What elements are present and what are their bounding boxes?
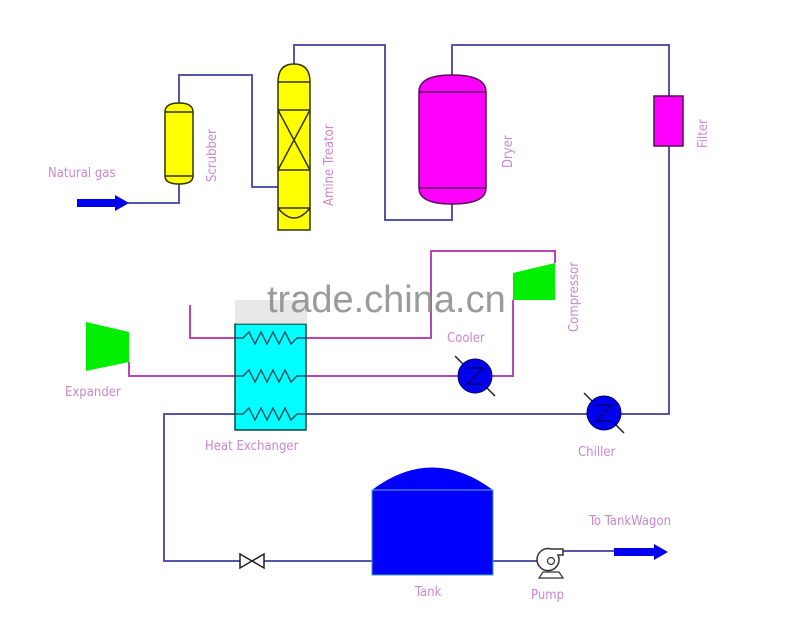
watermark-text: trade.china.cn: [267, 279, 506, 321]
pipe-hx-to-compressor: [306, 250, 556, 339]
watermark-shadow: [235, 300, 307, 324]
scrubber-vessel: [164, 102, 194, 185]
hx-coil-middle: [235, 368, 306, 384]
filter-unit: [653, 95, 684, 147]
valve-icon: [239, 552, 265, 570]
label-amine-treator: Amine Treator: [322, 124, 337, 206]
pipe-inlet-to-scrubber: [128, 184, 180, 204]
chiller-unit: [583, 392, 625, 434]
hx-coil-top: [235, 330, 306, 346]
hx-coil-bottom: [235, 406, 306, 422]
pipe-amine-to-dryer: [293, 44, 453, 221]
pipe-hx-to-expander: [128, 362, 235, 377]
label-filter: Filter: [696, 119, 711, 148]
label-compressor: Compressor: [567, 262, 582, 332]
pipes-pink: [128, 250, 556, 377]
inlet-arrow-icon: [77, 195, 129, 211]
pipe-dryer-to-filter: [451, 44, 670, 96]
pipe-hx-to-valve: [163, 413, 243, 562]
outlet-arrow-icon: [614, 544, 668, 560]
cooler-unit: [454, 355, 496, 397]
compressor-unit: [513, 263, 555, 300]
pump-icon: [536, 547, 565, 579]
label-expander: Expander: [65, 385, 121, 400]
pipe-scrubber-to-amine: [178, 74, 278, 188]
pipes-blue: [128, 44, 670, 562]
storage-tank: [371, 467, 494, 576]
label-dryer: Dryer: [501, 135, 516, 168]
pipe-filter-to-chiller: [621, 146, 670, 415]
label-to-tankwagon: To TankWagon: [588, 514, 671, 529]
label-pump: Pump: [531, 588, 564, 603]
heat-exchanger: [234, 323, 307, 431]
pipe-compressor-to-cooler: [492, 300, 514, 377]
amine-treator-column: [277, 63, 311, 231]
label-heat-exchanger: Heat Exchanger: [205, 439, 299, 454]
expander-unit: [86, 322, 129, 371]
label-natural-gas: Natural gas: [48, 166, 116, 181]
dryer-vessel: [418, 74, 487, 205]
label-cooler: Cooler: [447, 331, 485, 346]
label-scrubber: Scrubber: [205, 129, 220, 182]
label-tank: Tank: [414, 585, 442, 600]
pipe-hx-top-left: [189, 305, 235, 339]
label-chiller: Chiller: [578, 445, 616, 460]
